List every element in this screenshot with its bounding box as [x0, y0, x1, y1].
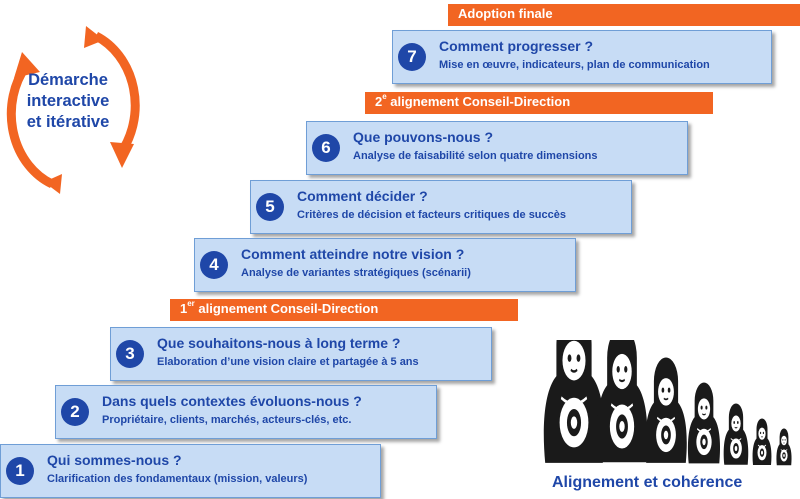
- step-number-badge: 3: [116, 340, 144, 368]
- step-number-badge: 6: [312, 134, 340, 162]
- step-subtitle: Elaboration d’une vision claire et parta…: [157, 356, 419, 368]
- step-subtitle: Critères de décision et facteurs critiqu…: [297, 209, 567, 221]
- step-number-badge: 1: [6, 457, 34, 485]
- step-title: Dans quels contextes évoluons-nous ?: [102, 393, 362, 409]
- step-1: 1 Qui sommes-nous ? Clarification des fo…: [0, 444, 381, 498]
- step-title: Comment décider ?: [297, 188, 428, 204]
- cycle-label-line: interactive: [26, 92, 110, 110]
- step-7: 7 Comment progresser ? Mise en œuvre, in…: [392, 30, 772, 84]
- milestone-ordinal: 1: [180, 301, 188, 316]
- step-3: 3 Que souhaitons-nous à long terme ? Ela…: [110, 327, 492, 381]
- cycle-label-line: et itérative: [26, 113, 110, 131]
- step-number-badge: 7: [398, 43, 426, 71]
- step-subtitle: Analyse de variantes stratégiques (scéna…: [241, 267, 471, 279]
- nesting-dolls-icon: [540, 340, 800, 470]
- step-number-badge: 2: [61, 398, 89, 426]
- step-title: Que pouvons-nous ?: [353, 129, 493, 145]
- milestone-ordinal-suffix: e: [382, 92, 387, 101]
- step-5: 5 Comment décider ? Critères de décision…: [250, 180, 632, 234]
- milestone-first-alignment: 1er alignement Conseil-Direction: [170, 299, 518, 321]
- step-number-badge: 5: [256, 193, 284, 221]
- step-2: 2 Dans quels contextes évoluons-nous ? P…: [55, 385, 437, 439]
- step-title: Qui sommes-nous ?: [47, 452, 182, 468]
- step-title: Que souhaitons-nous à long terme ?: [157, 335, 401, 351]
- milestone-ordinal: 2: [375, 94, 383, 109]
- step-title: Comment progresser ?: [439, 38, 594, 54]
- step-4: 4 Comment atteindre notre vision ? Analy…: [194, 238, 576, 292]
- milestone-text: Adoption finale: [458, 6, 553, 21]
- step-subtitle: Clarification des fondamentaux (mission,…: [47, 473, 308, 485]
- milestone-second-alignment: 2e alignement Conseil-Direction: [365, 92, 713, 114]
- step-title: Comment atteindre notre vision ?: [241, 246, 465, 262]
- step-subtitle: Analyse de faisabilité selon quatre dime…: [353, 150, 598, 162]
- footer-label: Alignement et cohérence: [552, 474, 743, 491]
- step-6: 6 Que pouvons-nous ? Analyse de faisabil…: [306, 121, 688, 175]
- step-subtitle: Propriétaire, clients, marchés, acteurs-…: [102, 414, 352, 426]
- step-number-badge: 4: [200, 251, 228, 279]
- milestone-ordinal-suffix: er: [187, 299, 195, 308]
- cycle-label: Démarche interactive et itérative: [8, 70, 128, 133]
- milestone-final-adoption: Adoption finale: [448, 4, 800, 26]
- milestone-text: alignement Conseil-Direction: [194, 301, 379, 316]
- step-subtitle: Mise en œuvre, indicateurs, plan de comm…: [439, 59, 710, 71]
- milestone-text: alignement Conseil-Direction: [386, 94, 571, 109]
- iterative-cycle-arrows-icon: [6, 26, 140, 194]
- cycle-label-line: Démarche: [28, 71, 108, 89]
